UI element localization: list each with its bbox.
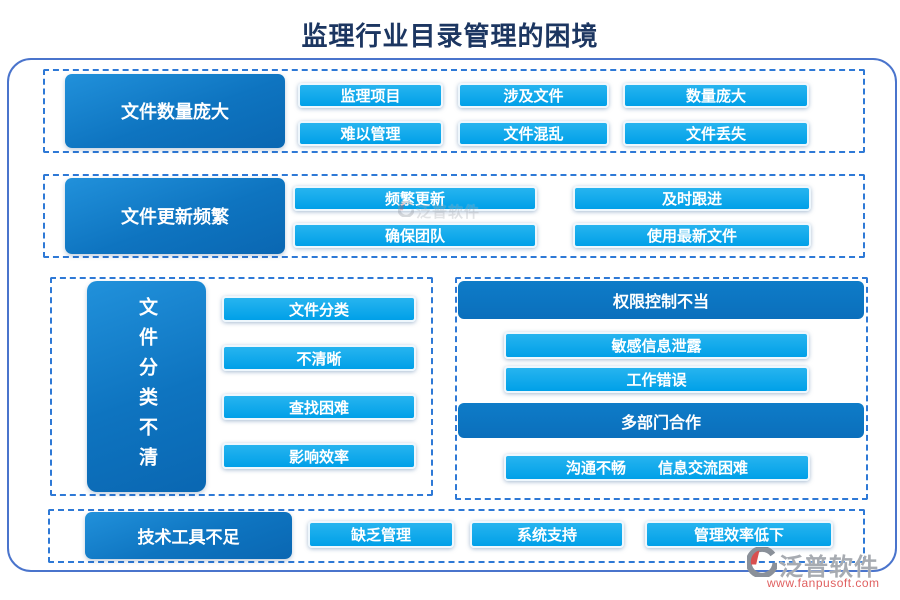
header-multidept: 多部门合作 [458,403,864,438]
pill-item: 难以管理 [298,121,443,146]
watermark: 泛普软件 www.fanpusoft.com [745,546,897,597]
pill-text: 沟通不畅 [565,460,626,477]
lead-tech-tools: 技术工具不足 [85,512,292,559]
pill-item: 查找困难 [222,394,416,420]
pill-item: 文件分类 [222,296,416,322]
pill-item: 工作错误 [504,366,809,393]
pill-item: 涉及文件 [458,83,609,108]
pill-item: 文件混乱 [458,121,609,146]
pill-item: 系统支持 [470,521,624,548]
header-permission: 权限控制不当 [458,281,864,319]
lead-file-update: 文件更新频繁 [65,178,285,254]
pill-item: 数量庞大 [623,83,809,108]
pill-item: 监理项目 [298,83,443,108]
section-tech-tools [48,509,865,563]
outer-frame [7,58,897,572]
pill-item: 确保团队 [293,223,537,248]
pill-item: 及时跟进 [573,186,811,211]
pill-item: 使用最新文件 [573,223,811,248]
lead-file-quantity: 文件数量庞大 [65,74,285,148]
pill-item: 频繁更新 [293,186,537,211]
pill-item: 影响效率 [222,443,416,469]
watermark-brand: 泛普软件 [779,554,879,581]
pill-item: 缺乏管理 [308,521,454,548]
watermark-url: www.fanpusoft.com [767,576,880,590]
pill-item: 敏感信息泄露 [504,332,809,359]
section-file-update [43,174,865,258]
pill-text: 信息交流困难 [658,460,749,477]
lead-file-classify: 文件分类不清 [87,281,206,492]
section-file-quantity [43,69,865,153]
fanpu-logo-icon [745,546,779,582]
pill-item: 沟通不畅 信息交流困难 [504,454,810,481]
lead-file-classify-label: 文件分类不清 [136,296,157,477]
pill-item: 文件丢失 [623,121,809,146]
pill-item: 管理效率低下 [645,521,833,548]
section-file-classify [50,277,433,496]
section-permission [455,277,868,500]
pill-item: 不清晰 [222,345,416,371]
page-title: 监理行业目录管理的困境 [301,21,599,51]
